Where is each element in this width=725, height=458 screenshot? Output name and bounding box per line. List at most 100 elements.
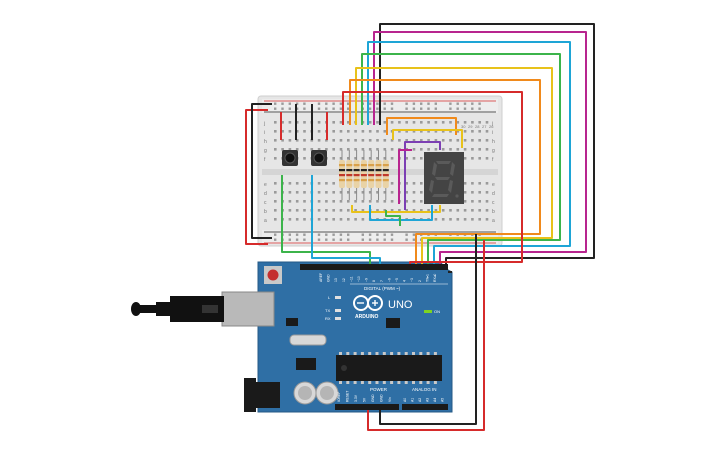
resistor-band xyxy=(375,169,382,172)
row-letter: d xyxy=(264,191,267,197)
rail-hole xyxy=(376,238,379,241)
analog-header[interactable] xyxy=(402,404,448,410)
power-header[interactable] xyxy=(335,404,399,410)
breadboard-hole xyxy=(456,121,460,124)
breadboard-hole xyxy=(317,130,321,133)
breadboard-hole xyxy=(295,200,299,203)
wire-magenta-outer[interactable] xyxy=(373,31,587,264)
rail-hole xyxy=(456,102,459,105)
wire-orange-display[interactable] xyxy=(386,117,457,135)
breadboard-hole xyxy=(325,218,328,221)
pin-label: 7 xyxy=(380,280,384,282)
wire-black-rail-loop[interactable] xyxy=(251,103,272,239)
resistor-band xyxy=(353,174,360,177)
rail-hole xyxy=(368,238,372,241)
pin-label: GND xyxy=(371,394,375,402)
pushbutton-2[interactable] xyxy=(311,150,327,166)
usb-plug-neck xyxy=(156,302,172,316)
wire-black-gnd[interactable] xyxy=(379,234,477,425)
digital-header[interactable] xyxy=(300,264,448,270)
pin-label: RESET xyxy=(346,391,350,402)
wire-red-5v[interactable] xyxy=(367,240,485,431)
chip-pin xyxy=(339,352,342,355)
wire-magenta-display[interactable] xyxy=(398,149,412,204)
breadboard-hole xyxy=(303,191,306,194)
chip-pin xyxy=(433,381,437,384)
breadboard-hole xyxy=(295,182,299,185)
wire-yellow-bottom[interactable] xyxy=(351,205,441,213)
wire-green-bottom[interactable] xyxy=(385,210,401,226)
breadboard-hole xyxy=(383,200,387,203)
breadboard-hole xyxy=(390,148,394,151)
wire-orange-outer[interactable] xyxy=(349,79,541,264)
chip-icon xyxy=(336,352,442,384)
breadboard-hole xyxy=(303,182,306,185)
rail-hole xyxy=(288,233,291,236)
wire-red-rail-loop[interactable] xyxy=(245,109,268,245)
breadboard-hole xyxy=(288,148,292,151)
row-letter: j xyxy=(263,121,265,127)
row-letter: e xyxy=(492,182,495,188)
wire-yellow-outer[interactable] xyxy=(355,67,553,264)
breadboard-hole xyxy=(368,191,372,194)
chip-pin xyxy=(382,352,386,355)
usb-cable-end xyxy=(131,302,141,316)
chip-pin xyxy=(360,381,364,384)
breadboard-hole xyxy=(339,157,343,160)
breadboard-hole xyxy=(281,148,284,151)
breadboard-hole xyxy=(383,157,387,160)
row-letter: c xyxy=(492,200,495,206)
breadboard-hole xyxy=(288,200,292,203)
rail-hole xyxy=(478,102,481,105)
breadboard-hole xyxy=(339,218,343,221)
reset-button[interactable] xyxy=(264,266,282,284)
breadboard-hole xyxy=(347,218,350,221)
rail-hole xyxy=(376,102,379,105)
wire-cyan-outer[interactable] xyxy=(367,41,571,264)
breadboard-hole xyxy=(376,157,379,160)
breadboard-hole xyxy=(420,148,423,151)
arduino-uno-board[interactable]: L TX RX ON ARDUINO UNO DIGITAL (PWM ~) P… xyxy=(131,261,453,413)
wire-purple-display[interactable] xyxy=(404,141,441,210)
resistor-icon xyxy=(339,160,345,188)
breadboard-hole xyxy=(456,218,460,221)
rail-hole xyxy=(383,102,386,105)
rail-hole xyxy=(317,107,321,110)
pin-label: 13 xyxy=(334,278,338,282)
breadboard-hole xyxy=(463,191,467,194)
resistor-band xyxy=(353,169,360,172)
wire-red-outer[interactable] xyxy=(342,91,523,264)
chip-pin xyxy=(382,381,386,384)
row-letters-right: j i h g f e d c b a xyxy=(491,121,495,224)
wire-green-outer[interactable] xyxy=(361,53,561,264)
pin-label: A2 xyxy=(418,398,422,402)
rail-hole xyxy=(412,107,416,110)
breadboard-hole xyxy=(434,139,438,142)
segment-b xyxy=(450,162,455,176)
row-letter: g xyxy=(492,148,495,154)
rail-hole xyxy=(405,102,408,105)
reset-button-cap xyxy=(267,269,279,281)
rail-hole xyxy=(368,233,372,236)
resistor-band xyxy=(346,164,353,167)
breadboard-hole xyxy=(347,157,350,160)
breadboard-hole xyxy=(317,200,321,203)
breadboard-hole xyxy=(471,139,474,142)
wire-cyan-button2-to-pin[interactable] xyxy=(311,175,381,264)
wire-yellow-display[interactable] xyxy=(392,129,463,148)
breadboard-hole xyxy=(412,148,416,151)
breadboard-hole xyxy=(354,200,357,203)
pushbutton-1[interactable] xyxy=(282,150,298,166)
wire-black-outer[interactable] xyxy=(379,23,595,264)
breadboard-hole xyxy=(405,209,408,212)
rail-hole xyxy=(274,102,277,105)
seven-segment-display[interactable] xyxy=(424,152,464,204)
tx-led xyxy=(335,309,341,312)
breadboard-hole xyxy=(376,121,379,124)
rail-hole xyxy=(347,107,350,110)
breadboard-hole xyxy=(471,182,474,185)
pin-label: AREF xyxy=(319,273,323,282)
resistor-band xyxy=(353,164,360,167)
rail-hole xyxy=(332,233,335,236)
